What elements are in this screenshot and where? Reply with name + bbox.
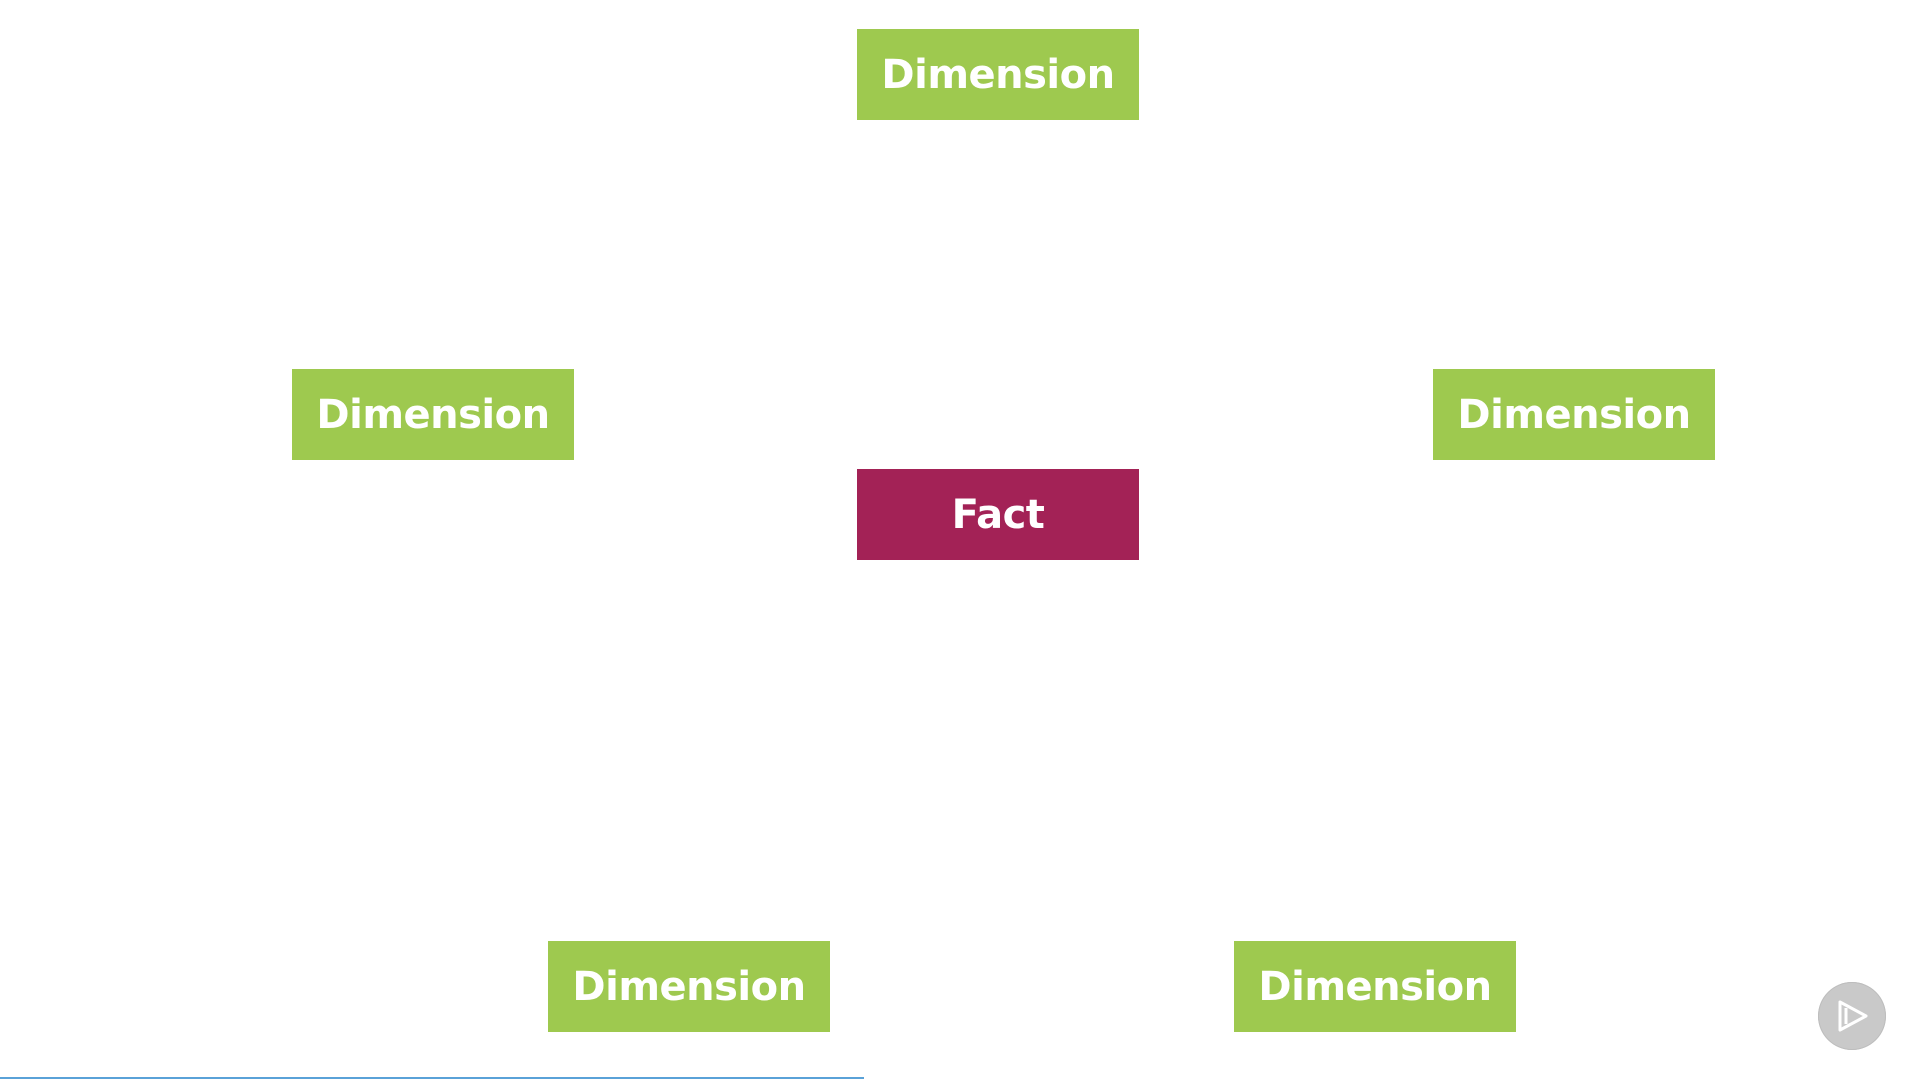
fact-box: Fact (857, 469, 1139, 560)
dimension-label: Dimension (1457, 391, 1691, 438)
dimension-label: Dimension (572, 963, 806, 1010)
dimension-box-top: Dimension (857, 29, 1139, 120)
play-icon (1838, 1000, 1868, 1032)
dimension-box-left: Dimension (292, 369, 574, 460)
dimension-box-bottom-left: Dimension (548, 941, 830, 1032)
fact-label: Fact (951, 491, 1045, 538)
dimension-box-bottom-right: Dimension (1234, 941, 1516, 1032)
dimension-label: Dimension (881, 51, 1115, 98)
dimension-box-right: Dimension (1433, 369, 1715, 460)
dimension-label: Dimension (316, 391, 550, 438)
progress-bar[interactable] (0, 1077, 864, 1079)
play-button[interactable] (1818, 982, 1886, 1050)
dimension-label: Dimension (1258, 963, 1492, 1010)
